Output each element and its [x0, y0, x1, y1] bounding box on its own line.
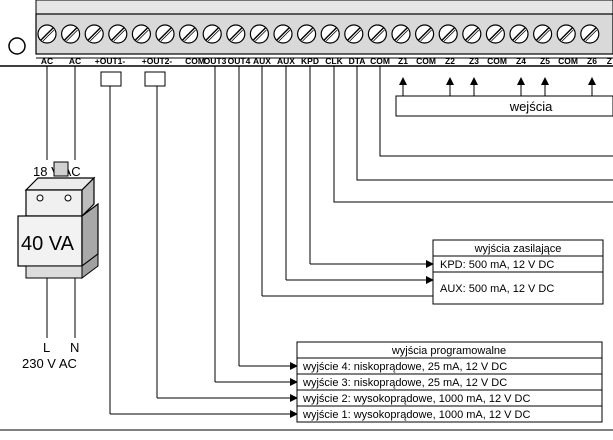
terminal-screw-icon	[179, 24, 199, 44]
output-1-2-connectors	[100, 66, 298, 418]
terminal-screw-icon	[131, 24, 151, 44]
terminal-screw-icon	[84, 24, 104, 44]
terminal-screw-icon	[249, 24, 269, 44]
terminal-label: Z5	[540, 56, 550, 66]
terminal-screw-icon	[155, 24, 175, 44]
terminal-label: COM	[185, 56, 205, 66]
terminal-screw-icon	[438, 24, 458, 44]
terminal-screw-icon	[320, 24, 340, 44]
mains-voltage-label: 230 V AC	[22, 356, 77, 371]
out2-bracket	[144, 71, 166, 87]
transformer-main-block	[17, 215, 83, 267]
com-wire	[379, 66, 613, 157]
terminal-screw-icon	[202, 24, 222, 44]
terminal-screw-icon	[391, 24, 411, 44]
terminal-label: AC	[69, 56, 81, 66]
terminal-screw-icon	[108, 24, 128, 44]
transformer-base-side	[81, 253, 99, 279]
terminal-screw-icon	[226, 24, 246, 44]
terminal-label: Z6	[587, 56, 597, 66]
terminal-screw-icon	[273, 24, 293, 44]
terminal-screw-icon	[556, 24, 576, 44]
transformer-screw-icon	[36, 194, 44, 202]
terminal-label: COM	[416, 56, 436, 66]
terminal-label: AUX	[277, 56, 295, 66]
programmable-output-row: wyjście 4: niskoprądowe, 25 mA, 12 V DC	[302, 361, 507, 373]
out1-bracket	[100, 71, 122, 87]
bus-wires	[333, 66, 613, 203]
power-output-row: KPD: 500 mA, 12 V DC	[440, 259, 554, 271]
power-output-row: AUX: 500 mA, 12 V DC	[440, 283, 554, 295]
programmable-output-row: wyjście 2: wysokoprądowe, 1000 mA, 12 V …	[302, 393, 530, 405]
terminal-screw-icon	[297, 24, 317, 44]
terminal-screw-icon	[37, 24, 57, 44]
inputs-box	[395, 95, 613, 117]
transformer-base	[25, 265, 83, 279]
terminal-label: COM	[487, 56, 507, 66]
inputs-title: wejścia	[509, 99, 553, 114]
power-outputs-title: wyjścia zasilające	[474, 243, 562, 255]
terminal-screw-icon	[344, 24, 364, 44]
transformer-screw-icon	[64, 194, 72, 202]
terminal-label: DTA	[349, 56, 366, 66]
power-output-wires	[261, 66, 434, 297]
mains-l-label: L	[43, 340, 50, 355]
programmable-outputs-box	[296, 341, 603, 423]
transformer-upper-block	[25, 189, 83, 217]
transformer: 18 V AC 40 VA L N 230 V AC	[17, 66, 99, 371]
mounting-hole-icon	[8, 37, 26, 55]
terminal-screw-icon	[580, 24, 600, 44]
programmable-output-row: wyjście 3: niskoprądowe, 25 mA, 12 V DC	[302, 377, 507, 389]
terminal-label: CLK	[325, 56, 343, 66]
terminal-label: Z	[607, 56, 612, 66]
programmable-output-row: wyjście 1: wysokoprądowe, 1000 mA, 12 V …	[302, 409, 530, 421]
terminal-label: OUT3	[204, 56, 227, 66]
transformer-upper-side	[81, 176, 95, 218]
terminal-label: OUT4	[228, 56, 251, 66]
programmable-outputs-group: wyjścia programowalne wyjście 4: niskopr…	[296, 341, 603, 423]
terminal-label: Z1	[398, 56, 408, 66]
terminal-label: AUX	[253, 56, 271, 66]
terminal-screw-icon	[367, 24, 387, 44]
mains-n-label: N	[70, 340, 79, 355]
dta-wire	[356, 66, 613, 181]
terminal-label: Z2	[445, 56, 455, 66]
terminal-label: +OUT1-	[95, 56, 126, 66]
programmable-outputs-title: wyjścia programowalne	[391, 345, 506, 357]
terminal-label: COM	[370, 56, 390, 66]
power-outputs-group: wyjścia zasilające KPD: 500 mA, 12 V DC …	[432, 239, 604, 305]
transformer-terminal-post	[53, 161, 69, 177]
terminal-label: +OUT2-	[142, 56, 173, 66]
terminal-label: COM	[558, 56, 578, 66]
terminal-screw-icon	[60, 24, 81, 44]
clk-wire	[333, 66, 613, 203]
terminal-label: KPD	[301, 56, 319, 66]
terminal-screw-icon	[462, 24, 482, 44]
terminal-screw-icon	[509, 24, 529, 44]
terminal-screw-icon	[485, 24, 505, 44]
terminal-label: Z3	[469, 56, 479, 66]
terminal-strip-top	[35, 0, 613, 15]
terminal-screw-icon	[532, 24, 553, 44]
terminal-label: AC	[41, 56, 53, 66]
transformer-rating: 40 VA	[21, 233, 75, 255]
inputs-group: wejścia	[395, 77, 613, 117]
terminal-screw-icon	[415, 24, 435, 44]
terminal-strip	[35, 0, 613, 59]
terminal-label: Z4	[516, 56, 526, 66]
